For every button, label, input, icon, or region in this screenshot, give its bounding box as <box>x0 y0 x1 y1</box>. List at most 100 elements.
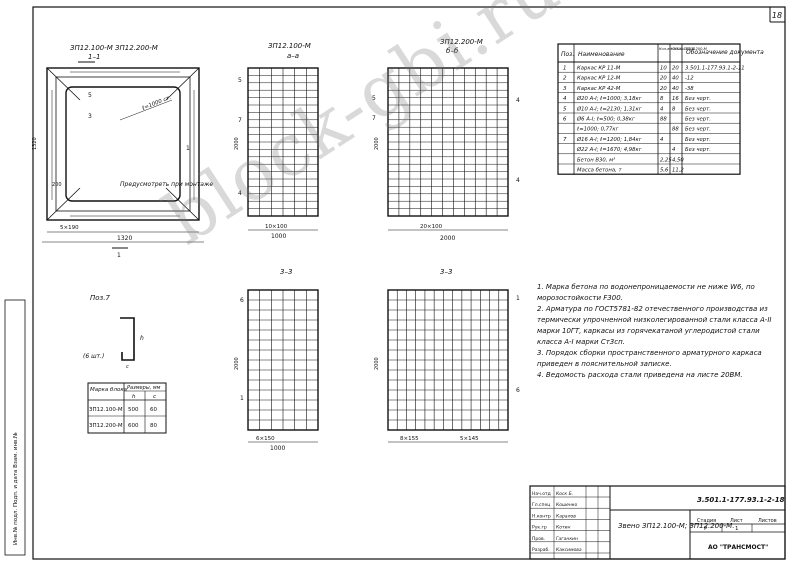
tb-name-4: Гаганкин <box>556 536 578 542</box>
tb-role-2: Н.контр <box>532 513 551 519</box>
title-block: 3.501.1-177.93.1-2-18 Звено ЗП12.100-М; … <box>529 485 786 560</box>
spec-cell-r4c1: Ø10 А-I; ℓ=2130; 1,31кг <box>576 105 642 112</box>
tb-name-2: Каралов <box>556 513 576 519</box>
tb-name-3: Котин <box>556 525 570 531</box>
section-33b: 3–3 <box>440 268 452 276</box>
elevation-200: ЗП12.200-М б–б 20×100 2000 2000 57 44 <box>372 38 520 242</box>
spec-header-4: Обозначение документа <box>686 49 764 56</box>
svg-text:2000: 2000 <box>234 357 240 370</box>
spec-cell-r1c4: -12 <box>685 76 694 82</box>
pos7-title: Поз.7 <box>90 294 110 302</box>
svg-text:7: 7 <box>238 117 242 124</box>
svg-text:3: 3 <box>88 113 92 120</box>
sheets-label: Листов <box>758 518 777 524</box>
dim-2000b: 2000 <box>440 235 455 242</box>
svg-text:ℓ=1000 ст.: ℓ=1000 ст. <box>141 95 173 112</box>
spec-cell-r6c3: 88 <box>672 127 679 133</box>
spec-cell-r3c1: Ø20 А-I; ℓ=1000; 3,18кг <box>576 95 642 102</box>
section-3-3-small: 3–3 6×150 1000 2000 61 <box>234 268 319 452</box>
title-200: ЗП12.200-М <box>440 38 483 46</box>
note-1: 1. Марка бетона по водонепроницаемости н… <box>537 283 755 302</box>
dim-5x190: 5×190 <box>60 225 79 231</box>
dim-10x100: 10×100 <box>265 224 288 230</box>
general-notes: 1. Марка бетона по водонепроницаемости н… <box>537 282 782 381</box>
dim-6x150: 6×150 <box>256 436 275 442</box>
note-3: 3. Порядок сборки пространственного арма… <box>537 349 762 368</box>
doc-title: Звено ЗП12.100-М; ЗП12.200-М. <box>618 522 734 530</box>
svg-text:h: h <box>132 394 136 400</box>
spec-cell-r1c3: 40 <box>672 76 679 82</box>
mini-row1-h: 600 <box>128 423 139 429</box>
spec-cell-r10c1: Масса бетона, т <box>577 168 622 174</box>
spec-cell-r6c4: Без черт. <box>685 127 711 133</box>
spec-cell-r9c1: Бетон В30, м³ <box>577 156 615 163</box>
doc-code: 3.501.1-177.93.1-2-18 <box>697 496 785 504</box>
dim-1000: 1000 <box>271 233 286 240</box>
spec-cell-r3c2: 8 <box>660 96 664 102</box>
spec-cell-r0c0: 1 <box>563 66 567 72</box>
spec-cell-r2c0: 3 <box>563 86 567 92</box>
dim-2000a: 2000 <box>234 137 240 150</box>
spec-cell-r9c2: 2,25 <box>660 157 672 163</box>
dim-20x100: 20×100 <box>420 224 443 230</box>
spec-cell-r8c3: 4 <box>672 147 675 153</box>
svg-text:6: 6 <box>516 387 520 394</box>
svg-text:5: 5 <box>372 95 376 102</box>
sheet-number: 18 <box>772 11 782 20</box>
spec-cell-r4c4: Без черт. <box>685 106 711 112</box>
spec-cell-r3c0: 4 <box>563 96 567 102</box>
svg-text:c: c <box>153 394 156 400</box>
svg-text:7: 7 <box>372 115 376 122</box>
spec-cell-r1c2: 20 <box>660 76 667 82</box>
svg-text:1: 1 <box>117 252 121 259</box>
tb-role-3: Рук.гр <box>532 525 547 531</box>
tb-role-1: Гл.спец <box>532 502 550 508</box>
mini-row0-h: 500 <box>128 407 139 413</box>
sheet-value: 1 <box>735 526 739 532</box>
spec-cell-r7c0: 7 <box>563 137 567 143</box>
spec-cell-r4c3: 8 <box>672 106 676 112</box>
sizes-table: Марка блока Размеры, мм h c ЗП12.100-М 5… <box>87 382 167 434</box>
section-a: а–а <box>287 52 299 60</box>
mini-header-mark: Марка блока <box>90 387 128 393</box>
svg-text:2000: 2000 <box>374 137 380 150</box>
spec-cell-r0c1: Каркас КР 11-М <box>577 66 621 72</box>
svg-text:1: 1 <box>516 295 520 302</box>
spec-cell-r4c2: 4 <box>660 106 663 112</box>
mini-row1-mark: ЗП12.200-М <box>89 423 123 429</box>
spec-cell-r3c3: 16 <box>672 96 679 102</box>
spec-cell-r4c0: 5 <box>563 106 567 112</box>
spec-cell-r2c4: -38 <box>685 86 694 92</box>
stage-label: Стадия <box>697 518 716 524</box>
spec-cell-r5c1: Ø6 А-I; ℓ=500; 0,38кг <box>576 116 635 123</box>
mini-row0-mark: ЗП12.100-М <box>89 407 123 413</box>
spec-cell-r10c2: 5,6 <box>660 168 669 174</box>
svg-text:1320: 1320 <box>32 137 38 150</box>
spec-header-1: Наименование <box>578 51 625 58</box>
spec-cell-r5c0: 6 <box>563 117 567 123</box>
pos7-detail: Поз.7 h c (6 шт.) <box>83 294 144 370</box>
dim-5x145: 5×145 <box>460 436 479 442</box>
svg-text:4: 4 <box>516 177 520 184</box>
section-33a: 3–3 <box>280 268 292 276</box>
dim-8x155: 8×155 <box>400 436 419 442</box>
stage-value: Р <box>704 526 708 532</box>
spec-cell-r5c2: 88 <box>660 117 667 123</box>
svg-text:4: 4 <box>238 190 242 197</box>
spec-cell-r2c1: Каркас КР 42-М <box>577 86 621 92</box>
svg-text:200: 200 <box>52 182 62 188</box>
pos7-note: (6 шт.) <box>83 353 104 360</box>
spec-cell-r7c1: Ø16 А-I; ℓ=1200; 1,84кг <box>576 136 642 143</box>
svg-text:c: c <box>126 364 129 370</box>
sheet-label: Лист <box>730 518 743 524</box>
spec-cell-r1c1: Каркас КР 12-М <box>577 76 621 82</box>
dim-1000b: 1000 <box>270 445 285 452</box>
tb-role-0: Нач.отд <box>532 491 551 497</box>
mini-row0-c: 60 <box>150 407 157 413</box>
spec-cell-r9c3: 4,50 <box>672 157 684 163</box>
org-name: АО "ТРАНСМОСТ" <box>708 544 768 551</box>
svg-text:4: 4 <box>516 97 520 104</box>
svg-text:1: 1 <box>240 395 244 402</box>
